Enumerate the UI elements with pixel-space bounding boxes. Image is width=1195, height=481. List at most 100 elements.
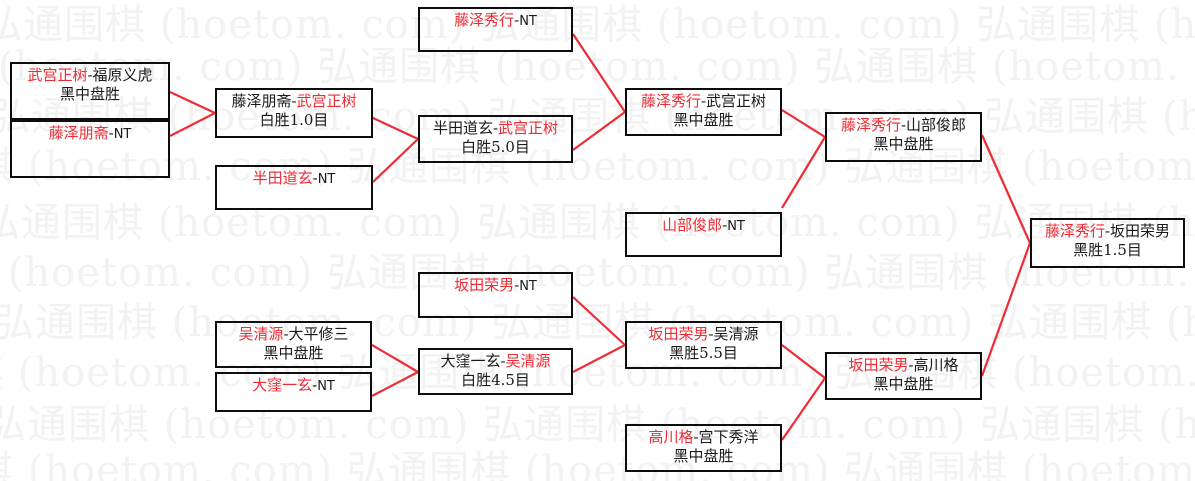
bracket-connector: [169, 91, 216, 114]
node-separator: -: [1104, 222, 1111, 240]
node-right-player: NT: [519, 14, 537, 29]
node-left-player: 半田道玄: [252, 169, 313, 187]
bracket-connector: [371, 344, 419, 373]
node-separator: -: [312, 376, 318, 394]
node-pairing: 藤泽秀行-武宫正树: [640, 92, 767, 111]
node-left-player: 山部俊郎: [662, 216, 723, 234]
node-left-player: 坂田荣男: [454, 276, 515, 294]
bracket-node[interactable]: 大窪一玄-NT: [215, 372, 372, 412]
node-right-player: 武宫正树: [296, 92, 357, 110]
node-pairing: 半田道玄-NT: [252, 169, 336, 188]
node-left-player: 藤泽秀行: [840, 116, 901, 134]
bracket-node[interactable]: 半田道玄-NT: [215, 165, 373, 210]
node-pairing: 藤泽朋斋-武宫正树: [231, 92, 357, 111]
watermark-text: 弘通围棋 (hoetom. com) 弘通围棋 (hoetom. com) 弘通…: [0, 144, 1195, 190]
node-result: 白胜5.0目: [461, 137, 530, 156]
node-separator: -: [492, 119, 499, 137]
bracket-connector: [572, 296, 626, 346]
bracket-connector: [371, 371, 419, 397]
bracket-connector: [169, 112, 216, 137]
bracket-node[interactable]: 藤泽秀行-山部俊郎黑中盘胜: [825, 112, 982, 162]
bracket-connector: [781, 377, 826, 441]
node-separator: -: [908, 356, 914, 374]
node-pairing: 大窪一玄-吴清源: [440, 352, 551, 371]
bracket-node[interactable]: 山部俊郎-NT: [625, 212, 782, 257]
node-pairing: 坂田荣男-吴清源: [648, 325, 758, 344]
bracket-node[interactable]: 半田道玄-武宫正树白胜5.0目: [418, 115, 573, 163]
node-result: 黑中盘胜: [673, 446, 734, 465]
node-right-player: 宫下秀洋: [698, 428, 759, 446]
node-left-player: 武宫正树: [27, 66, 88, 84]
node-pairing: 大窪一玄-NT: [252, 376, 335, 395]
bracket-node[interactable]: 大窪一玄-吴清源白胜4.5目: [418, 348, 573, 395]
node-left-player: 高川格: [648, 428, 694, 446]
node-right-player: 高川格: [913, 356, 959, 374]
watermark-text: 弘通围棋 (hoetom. com) 弘通围棋 (hoetom. com) 弘通…: [0, 2, 1195, 48]
bracket-node[interactable]: 藤泽秀行-武宫正树黑中盘胜: [625, 88, 782, 136]
node-result: 黑中盘胜: [873, 134, 934, 153]
node-right-player: 大平修三: [288, 325, 349, 343]
bracket-connector: [572, 33, 626, 113]
node-result: 黑中盘胜: [673, 110, 734, 129]
node-left-player: 坂田荣男: [648, 325, 709, 343]
node-left-player: 藤泽秀行: [454, 11, 515, 29]
node-right-player: 福原义虎: [92, 66, 153, 84]
node-result: 白胜4.5目: [461, 370, 530, 389]
bracket-node[interactable]: 坂田荣男-高川格黑中盘胜: [825, 352, 982, 400]
bracket-node[interactable]: 坂田荣男-吴清源黑胜5.5目: [625, 321, 782, 369]
node-separator: -: [500, 352, 506, 370]
node-separator: -: [722, 216, 728, 234]
node-separator: -: [108, 124, 114, 142]
node-result: 白胜1.0目: [259, 110, 329, 129]
node-left-player: 大窪一玄: [252, 376, 313, 394]
watermark-text: 弘通围棋 (hoetom. com) 弘通围棋 (hoetom. com) 弘通…: [0, 448, 1195, 481]
watermark-text: 弘通围棋 (hoetom. com) 弘通围棋 (hoetom. com) 弘通…: [0, 350, 1195, 396]
bracket-connector: [781, 136, 826, 209]
node-left-player: 大窪一玄: [440, 352, 501, 370]
node-right-player: NT: [113, 127, 132, 142]
node-pairing: 武宫正树-福原义虎: [27, 66, 153, 85]
bracket-connector: [980, 134, 1032, 244]
node-right-player: 坂田荣男: [1110, 222, 1171, 240]
bracket-node[interactable]: 藤泽秀行-坂田荣男黑胜1.5目: [1030, 218, 1185, 268]
node-separator: -: [291, 92, 297, 110]
node-left-player: 吴清源: [238, 325, 284, 343]
node-right-player: 武宫正树: [706, 92, 767, 110]
node-right-player: NT: [317, 379, 335, 394]
node-pairing: 坂田荣男-NT: [454, 276, 537, 295]
bracket-node[interactable]: 藤泽秀行-NT: [418, 7, 573, 52]
node-pairing: 藤泽秀行-坂田荣男: [1045, 222, 1171, 241]
watermark-text: 弘通围棋 (hoetom. com) 弘通围棋 (hoetom. com) 弘通…: [0, 402, 1195, 448]
bracket-node[interactable]: 吴清源-大平修三黑中盘胜: [215, 321, 372, 368]
node-right-player: 吴清源: [505, 352, 551, 370]
node-pairing: 半田道玄-武宫正树: [432, 119, 558, 138]
bracket-node[interactable]: 坂田荣男-NT: [418, 272, 573, 318]
bracket-connector: [572, 111, 626, 151]
bracket-connector: [980, 242, 1032, 377]
node-left-player: 藤泽秀行: [640, 92, 701, 110]
node-pairing: 高川格-宫下秀洋: [648, 428, 759, 447]
bracket-node[interactable]: 藤泽朋斋-NT: [10, 120, 170, 178]
node-left-player: 坂田荣男: [848, 356, 909, 374]
node-separator: -: [700, 92, 707, 110]
bracket-node[interactable]: 高川格-宫下秀洋黑中盘胜: [625, 424, 782, 472]
node-right-player: 山部俊郎: [906, 116, 967, 134]
watermark-text: 弘通围棋 (hoetom. com) 弘通围棋 (hoetom. com) 弘通…: [0, 300, 1195, 346]
node-separator: -: [514, 276, 520, 294]
node-result: 黑中盘胜: [59, 84, 120, 103]
node-separator: -: [312, 169, 318, 187]
node-left-player: 藤泽朋斋: [231, 92, 292, 110]
node-result: 黑中盘胜: [263, 343, 324, 362]
node-pairing: 山部俊郎-NT: [662, 216, 745, 235]
bracket-connector: [781, 344, 826, 379]
node-pairing: 藤泽朋斋-NT: [49, 124, 132, 143]
node-pairing: 吴清源-大平修三: [238, 325, 349, 344]
bracket-node[interactable]: 藤泽朋斋-武宫正树白胜1.0目: [215, 88, 373, 138]
node-separator: -: [900, 116, 907, 134]
bracket-node[interactable]: 武宫正树-福原义虎黑中盘胜: [10, 62, 170, 120]
watermark-text: 弘通围棋 (hoetom. com) 弘通围棋 (hoetom. com) 弘通…: [0, 250, 1195, 296]
node-left-player: 半田道玄: [432, 119, 493, 137]
node-separator: -: [708, 325, 714, 343]
